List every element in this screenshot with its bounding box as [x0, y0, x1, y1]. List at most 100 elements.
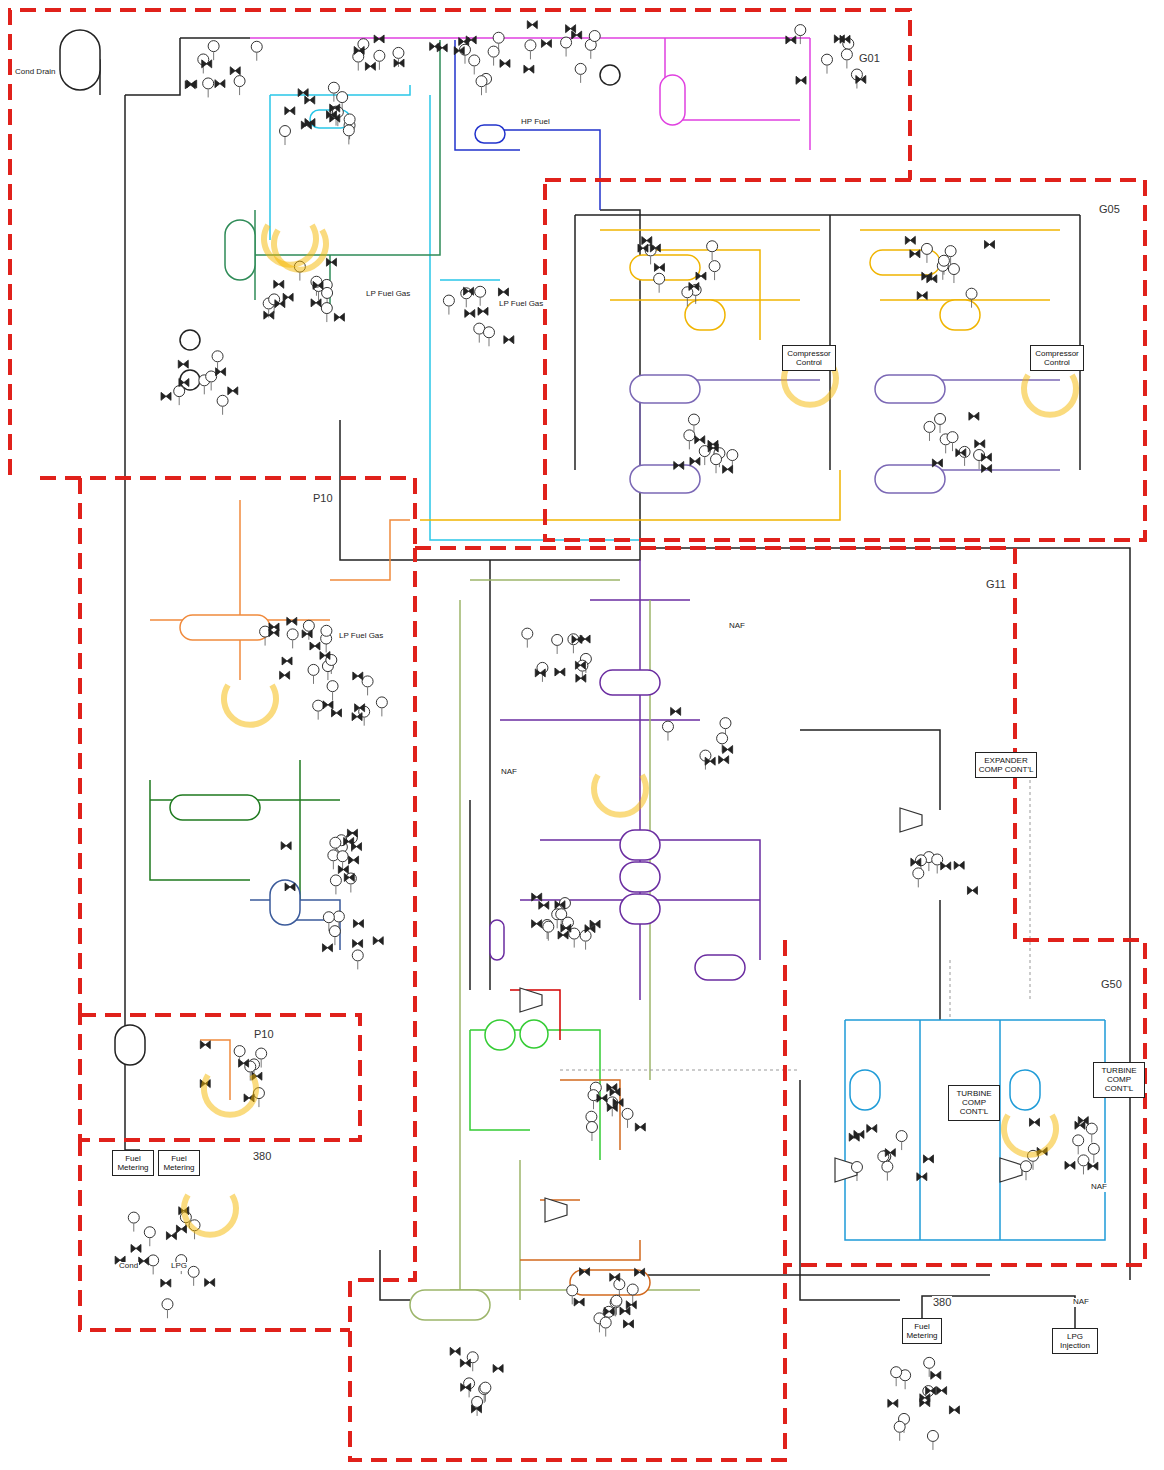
stream-label: Cond Drain	[14, 68, 56, 77]
valve-symbol	[705, 757, 715, 765]
valve-symbol	[394, 59, 404, 67]
valve-symbol	[302, 630, 312, 638]
valve-symbol	[558, 931, 568, 939]
instrument-lead	[333, 861, 334, 869]
instrument-bubble	[882, 1161, 893, 1172]
pipe-line	[124, 95, 126, 1150]
instrument-lead	[486, 85, 487, 93]
instrument-bubble	[913, 868, 924, 879]
valve-symbol	[854, 1130, 864, 1138]
pipe-line	[999, 1020, 1001, 1240]
valve-symbol	[344, 873, 354, 881]
instrument-lead	[256, 53, 257, 61]
valve-symbol	[283, 293, 293, 301]
instrument-bubble	[128, 1212, 139, 1223]
valve-symbol	[610, 1273, 620, 1281]
instrument-bubble	[924, 421, 935, 432]
region-boundary	[80, 1140, 350, 1330]
valve-symbol	[1065, 1161, 1075, 1169]
instrument-bubble	[206, 371, 217, 382]
valve-symbol	[885, 1149, 895, 1157]
vessel-symbol	[270, 880, 300, 925]
vessel-symbol	[630, 465, 700, 493]
instrument-bubble	[896, 1131, 907, 1142]
instrument-bubble	[561, 37, 572, 48]
controller-box: TURBINE COMP CONT'L	[948, 1085, 1000, 1121]
instrument-lead	[153, 1266, 154, 1274]
valve-symbol	[575, 661, 585, 669]
instrument-bubble	[603, 1306, 614, 1317]
instrument-bubble	[303, 620, 314, 631]
valve-symbol	[282, 657, 292, 665]
instrument-bubble	[727, 450, 738, 461]
pipe-line	[639, 560, 641, 1000]
instrument-bubble	[321, 303, 332, 314]
instrument-bubble	[374, 50, 385, 61]
valve-symbol	[981, 453, 991, 461]
instrument-lead	[179, 397, 180, 405]
instrument-lead	[979, 461, 980, 469]
instrument-bubble	[476, 76, 487, 87]
instrument-lead	[952, 443, 953, 451]
valve-symbol	[635, 1268, 645, 1276]
instrument-bubble	[488, 46, 499, 57]
instrument-bubble	[627, 1284, 638, 1295]
valve-symbol	[723, 465, 733, 473]
valve-symbol	[166, 1232, 176, 1240]
vessel-group	[60, 30, 1040, 1320]
pipe-line	[809, 38, 811, 150]
instrument-lead	[689, 441, 690, 449]
instrument-bubble	[337, 851, 348, 862]
valve-symbol	[323, 701, 333, 709]
vessel-symbol	[180, 615, 270, 640]
instrument-bubble	[711, 454, 722, 465]
instrument-lead	[285, 137, 286, 145]
valve-symbol	[200, 1041, 210, 1049]
vessel-symbol	[410, 1290, 490, 1320]
valve-symbol	[689, 282, 699, 290]
instrument-bubble	[329, 926, 340, 937]
instrument-bubble	[344, 114, 355, 125]
valve-symbol	[566, 25, 576, 33]
valve-symbol	[650, 244, 660, 252]
vessel-symbol	[620, 894, 660, 924]
instrument-lead	[572, 1296, 573, 1304]
instrument-lead	[149, 1238, 150, 1246]
instrument-lead	[928, 863, 929, 871]
instrument-bubble	[323, 912, 334, 923]
watermark-swoosh	[224, 685, 276, 725]
instrument-lead	[193, 1278, 194, 1286]
valve-symbol	[911, 858, 921, 866]
instrument-lead	[239, 87, 240, 95]
instrument-lead	[479, 335, 480, 343]
instrument-bubble	[203, 78, 214, 89]
valve-symbol	[926, 1387, 936, 1395]
valve-symbol	[905, 236, 915, 244]
vessel-symbol	[225, 220, 255, 280]
instrument-bubble	[586, 1111, 597, 1122]
stream-label: NAF	[500, 768, 518, 777]
instrument-bubble	[174, 386, 185, 397]
instrument-lead	[591, 1133, 592, 1141]
instrument-lead	[530, 51, 531, 59]
valve-symbol	[332, 709, 342, 717]
valve-symbol	[527, 21, 537, 29]
instrument-lead	[1026, 1172, 1027, 1180]
instrument-lead	[466, 299, 467, 307]
valve-symbol	[931, 1371, 941, 1379]
valve-symbol	[338, 866, 348, 874]
region-boundary	[545, 180, 1145, 540]
box-text: Fuel Metering	[115, 1154, 151, 1172]
valve-symbol	[310, 642, 320, 650]
pipe-line	[590, 599, 690, 601]
instrument-bubble	[589, 31, 600, 42]
instrument-lead	[357, 961, 358, 969]
instrument-bubble	[493, 32, 504, 43]
valve-symbol	[532, 893, 542, 901]
instrument-bubble	[480, 1382, 491, 1393]
pipe-line	[430, 95, 640, 540]
pipe-line	[520, 1240, 640, 1260]
instrument-lead	[573, 645, 574, 653]
